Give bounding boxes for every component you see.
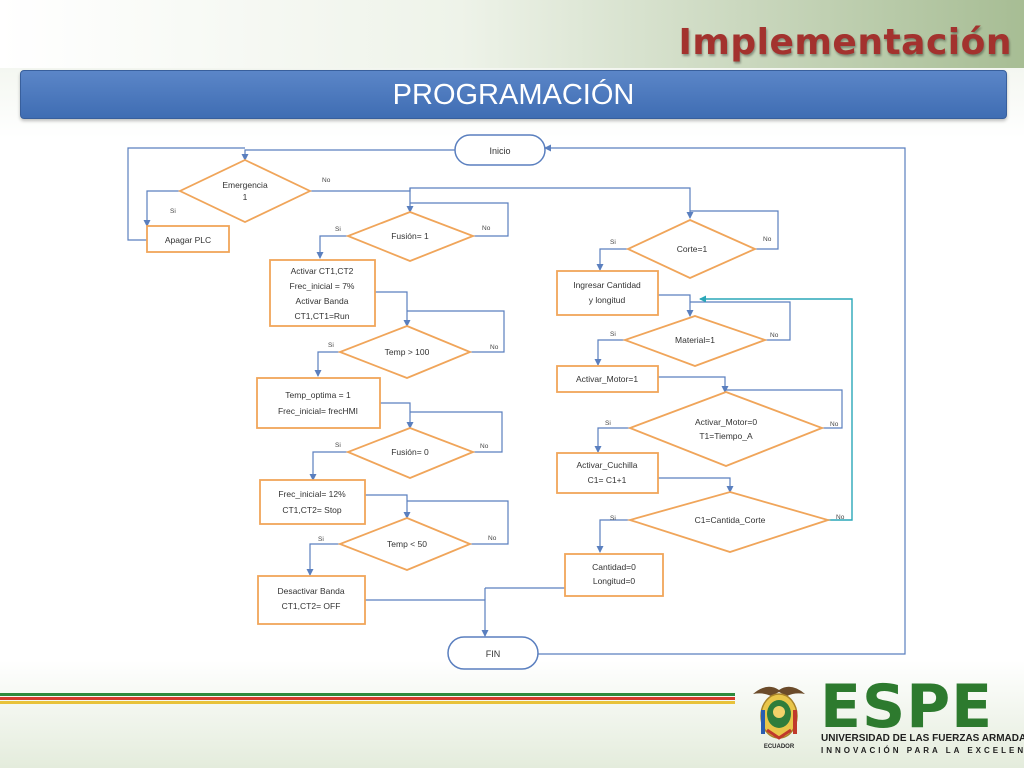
process-temp-optima: Temp_optima = 1 Frec_inicial= frecHMI (256, 377, 381, 429)
section-title: PROGRAMACIÓN (392, 79, 635, 111)
process-activar-cuchilla-line2: C1= C1+1 (588, 475, 627, 485)
loop-connector (699, 295, 853, 521)
process-desactivar-banda-line1: Desactivar Banda (277, 586, 344, 596)
process-frec-12-line1: Frec_inicial= 12% (278, 489, 346, 499)
process-activar-cuchilla: Activar_Cuchilla C1= C1+1 (556, 452, 659, 494)
process-apagar-plc-label: Apagar PLC (165, 235, 211, 245)
end-label: FIN (486, 649, 501, 659)
process-frec-12-line2: CT1,CT2= Stop (282, 505, 342, 515)
label-corte-no: No (763, 236, 772, 243)
label-material-si: Si (610, 331, 616, 338)
label-c1-si: Si (610, 515, 616, 522)
decision-temp-100-label: Temp > 100 (385, 347, 430, 357)
decision-corte-1-label: Corte=1 (677, 244, 708, 254)
process-desactivar-banda-line2: CT1,CT2= OFF (282, 601, 341, 611)
label-motor0-si: Si (605, 420, 611, 427)
label-material-no: No (770, 332, 779, 339)
process-activar-ct-line3: Activar Banda (296, 296, 349, 306)
connectors (127, 144, 906, 655)
decision-fusion-1: Fusión= 1 (345, 211, 476, 262)
university-seal-icon (753, 686, 805, 740)
process-activar-ct-line1: Activar CT1,CT2 (291, 266, 354, 276)
process-cantidad-0-line2: Longitud=0 (593, 576, 636, 586)
top-band (0, 0, 1024, 68)
decision-material-1: Material=1 (622, 315, 768, 367)
decision-activar-motor-0-line2: T1=Tiempo_A (699, 431, 753, 441)
process-cantidad-0-line1: Cantidad=0 (592, 562, 636, 572)
bottom-color-strip (0, 693, 735, 706)
process-activar-ct-line2: Frec_inicial = 7% (290, 281, 355, 291)
label-temp50-si: Si (318, 536, 324, 543)
decision-temp-50-label: Temp < 50 (387, 539, 427, 549)
label-fusion1-no: No (482, 225, 491, 232)
decision-c1-cantida-corte-label: C1=Cantida_Corte (695, 515, 766, 525)
process-ingresar-cantidad-line1: Ingresar Cantidad (573, 280, 641, 290)
label-emergencia-si: Si (170, 208, 176, 215)
decision-fusion-0: Fusión= 0 (345, 427, 476, 479)
espe-university-name: UNIVERSIDAD DE LAS FUERZAS ARMADAS (821, 733, 1024, 744)
slide-title: Implementación (678, 22, 1012, 63)
label-corte-si: Si (610, 239, 616, 246)
label-fusion0-si: Si (335, 442, 341, 449)
label-fusion0-no: No (480, 443, 489, 450)
label-c1-no: No (836, 514, 845, 521)
decision-temp-100: Temp > 100 (337, 325, 473, 379)
decision-fusion-1-label: Fusión= 1 (391, 231, 429, 241)
decision-material-1-label: Material=1 (675, 335, 715, 345)
decision-fusion-0-label: Fusión= 0 (391, 447, 429, 457)
label-temp50-no: No (488, 535, 497, 542)
label-fusion1-si: Si (335, 226, 341, 233)
process-activar-motor-1: Activar_Motor=1 (556, 365, 659, 393)
label-motor0-no: No (830, 421, 839, 428)
process-activar-motor-1-label: Activar_Motor=1 (576, 374, 638, 384)
label-temp100-si: Si (328, 342, 334, 349)
label-temp100-no: No (490, 344, 499, 351)
decision-corte-1: Corte=1 (625, 219, 758, 279)
process-activar-ct-line4: CT1,CT1=Run (294, 311, 349, 321)
process-temp-optima-line1: Temp_optima = 1 (285, 390, 351, 400)
process-desactivar-banda: Desactivar Banda CT1,CT2= OFF (257, 575, 366, 625)
decision-temp-50: Temp < 50 (337, 517, 473, 571)
end-node: FIN (447, 636, 539, 670)
espe-logo: ECUADOR ESPE UNIVERSIDAD DE LAS FUERZAS … (745, 672, 1024, 762)
section-header-bar: PROGRAMACIÓN (20, 70, 1007, 119)
espe-wordmark: ESPE (820, 672, 994, 742)
decision-emergencia-line1: Emergencia (222, 180, 268, 190)
process-cantidad-0: Cantidad=0 Longitud=0 (564, 553, 664, 597)
start-node: Inicio (454, 134, 546, 166)
label-emergencia-no: No (322, 177, 331, 184)
process-ingresar-cantidad-line2: y longitud (589, 295, 626, 305)
process-apagar-plc: Apagar PLC (146, 225, 230, 253)
process-frec-12: Frec_inicial= 12% CT1,CT2= Stop (259, 479, 366, 525)
process-activar-ct: Activar CT1,CT2 Frec_inicial = 7% Activa… (269, 259, 376, 327)
decision-emergencia-line2: 1 (243, 192, 248, 202)
decision-emergencia: Emergencia 1 (177, 159, 313, 223)
process-temp-optima-line2: Frec_inicial= frecHMI (278, 406, 358, 416)
decision-activar-motor-0: Activar_Motor=0 T1=Tiempo_A (627, 391, 825, 467)
decision-activar-motor-0-line1: Activar_Motor=0 (695, 417, 757, 427)
start-label: Inicio (489, 146, 510, 156)
espe-motto: INNOVACIÓN PARA LA EXCELENCIA (821, 746, 1024, 755)
process-ingresar-cantidad: Ingresar Cantidad y longitud (556, 270, 659, 316)
decision-c1-cantida-corte: C1=Cantida_Corte (626, 491, 832, 553)
seal-caption: ECUADOR (763, 744, 795, 750)
process-activar-cuchilla-line1: Activar_Cuchilla (577, 460, 638, 470)
